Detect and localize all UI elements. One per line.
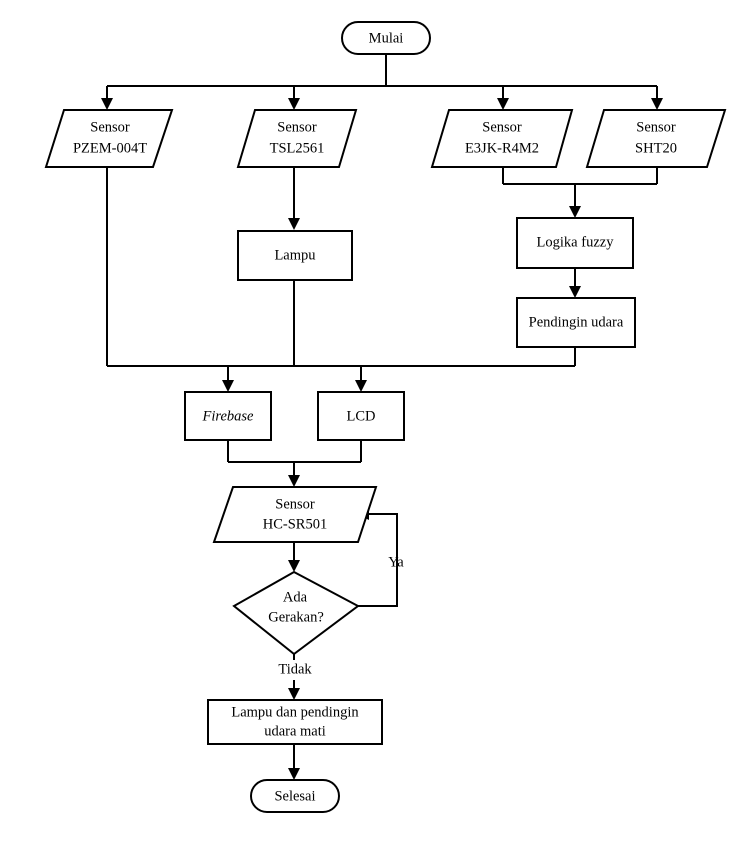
firebase-process: Firebase xyxy=(184,391,272,441)
sensor-e3jk-label-2: E3JK-R4M2 xyxy=(465,140,539,156)
arrow-lcd xyxy=(355,380,367,392)
sensor-hc-label-1: Sensor xyxy=(275,496,315,512)
arrow-e3jk xyxy=(497,98,509,110)
edge-label-yes: Ya xyxy=(388,554,404,570)
end-label: Selesai xyxy=(274,788,315,804)
sensor-tsl-label-2: TSL2561 xyxy=(270,140,325,156)
start-label: Mulai xyxy=(369,30,404,46)
pendingin-udara-label: Pendingin udara xyxy=(529,314,624,330)
sensor-sht-label-2: SHT20 xyxy=(635,140,677,156)
lcd-process: LCD xyxy=(317,391,405,441)
arrow-tsl xyxy=(288,98,300,110)
sensor-hc-node: Sensor HC-SR501 xyxy=(212,486,378,543)
sensor-tsl-label-1: Sensor xyxy=(277,119,317,135)
sensor-pzem-node: Sensor PZEM-004T xyxy=(44,109,174,168)
sensor-hc-label-2: HC-SR501 xyxy=(263,516,327,532)
off-label-2: udara mati xyxy=(264,723,326,739)
connector-yes-loop xyxy=(358,513,398,607)
sensor-sht-node: Sensor SHT20 xyxy=(585,109,727,168)
sensor-pzem-label-1: Sensor xyxy=(90,119,130,135)
sensor-tsl-node: Sensor TSL2561 xyxy=(236,109,358,168)
decision-label-2: Gerakan? xyxy=(268,609,324,625)
decision-label-1: Ada xyxy=(283,589,308,605)
arrow-off xyxy=(288,688,300,700)
lampu-process: Lampu xyxy=(237,230,353,281)
lampu-label: Lampu xyxy=(274,247,315,263)
arrow-decision xyxy=(288,560,300,572)
pendingin-udara-process: Pendingin udara xyxy=(516,297,636,348)
decision-ada-gerakan: Ada Gerakan? xyxy=(232,570,360,656)
sensor-sht-label-1: Sensor xyxy=(636,119,676,135)
start-terminator: Mulai xyxy=(341,21,431,55)
lcd-label: LCD xyxy=(347,408,376,424)
sensor-e3jk-label-1: Sensor xyxy=(482,119,522,135)
off-label-1: Lampu dan pendingin xyxy=(231,704,359,720)
logika-fuzzy-process: Logika fuzzy xyxy=(516,217,634,269)
arrow-pendingin xyxy=(569,286,581,298)
end-terminator: Selesai xyxy=(250,779,340,813)
firebase-label: Firebase xyxy=(201,408,254,424)
sensor-e3jk-node: Sensor E3JK-R4M2 xyxy=(430,109,574,168)
logika-fuzzy-label: Logika fuzzy xyxy=(537,234,615,250)
sensor-pzem-label-2: PZEM-004T xyxy=(73,140,147,156)
arrow-fuzzy xyxy=(569,206,581,218)
off-process: Lampu dan pendingin udara mati xyxy=(207,699,383,745)
arrow-pzem xyxy=(101,98,113,110)
edge-label-no: Tidak xyxy=(278,661,312,677)
arrow-firebase xyxy=(222,380,234,392)
arrow-lampu xyxy=(288,218,300,230)
arrow-end xyxy=(288,768,300,780)
edge-label-no-bg xyxy=(270,660,320,680)
arrow-hc xyxy=(288,475,300,487)
arrow-sht xyxy=(651,98,663,110)
